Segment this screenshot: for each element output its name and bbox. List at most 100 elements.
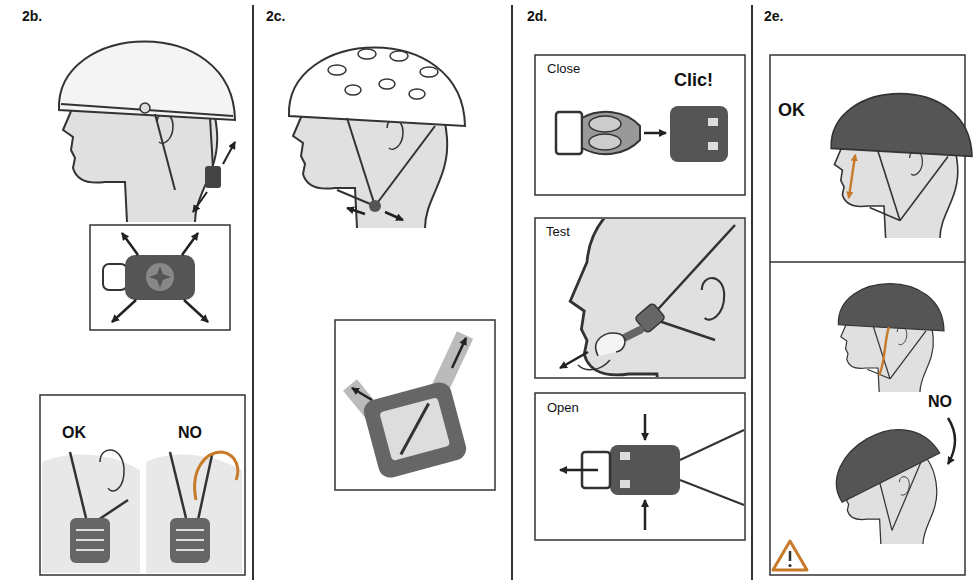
buckle-test [578, 360, 610, 370]
adjuster-inset [112, 233, 208, 322]
ear-strap-comparison [176, 529, 204, 531]
step-label: Close [547, 62, 580, 77]
buckle-close [670, 106, 728, 162]
head-with-vented-helmet [328, 65, 346, 75]
head-with-vented-helmet [420, 67, 438, 77]
adjuster-inset [146, 263, 174, 291]
column-separator [751, 5, 753, 580]
buckle-close [535, 55, 745, 195]
buckle-test [596, 333, 625, 356]
adjuster-inset [103, 264, 127, 290]
buckle-open [680, 430, 744, 460]
column-separator [511, 5, 513, 580]
head-with-helmet [223, 142, 235, 164]
tip-arrow [948, 418, 955, 464]
sound-label: Clic! [674, 70, 713, 91]
head-helmet-tipped [821, 411, 940, 544]
buckle-open [620, 452, 630, 460]
ear-strap-comparison [70, 518, 110, 563]
head-with-helmet [193, 192, 207, 212]
adjuster-inset [112, 300, 136, 322]
head-with-vented-helmet [345, 85, 361, 95]
head-with-vented-helmet [369, 200, 381, 212]
buckle-open [620, 480, 630, 488]
head-with-vented-helmet [385, 212, 403, 220]
adjuster-inset [122, 233, 138, 255]
buckle-open [535, 393, 745, 540]
slider-inset [379, 397, 450, 461]
head-correct-fit [831, 94, 972, 157]
warning-triangle [789, 551, 792, 561]
slider-inset [390, 404, 440, 455]
buckle-test [560, 352, 588, 368]
head-strap-wrong [838, 284, 944, 331]
head-with-helmet [205, 166, 221, 188]
buckle-open [644, 500, 647, 530]
adjuster-inset [90, 225, 230, 330]
ear-strap-comparison [195, 452, 238, 500]
head-strap-wrong [879, 327, 889, 375]
buckle-test [570, 219, 744, 377]
panel-number: 2b. [22, 8, 42, 24]
head-with-vented-helmet [375, 126, 435, 206]
head-strap-wrong [890, 331, 926, 379]
slider-inset [452, 338, 466, 368]
ear-strap-comparison [146, 454, 242, 573]
buckle-test [650, 225, 735, 318]
head-with-vented-helmet [409, 89, 425, 99]
warning-triangle [788, 564, 791, 567]
head-helmet-tipped [821, 411, 940, 508]
warning-triangle [773, 541, 807, 570]
slider-inset [335, 320, 495, 490]
buckle-test [570, 219, 744, 377]
head-with-vented-helmet [379, 79, 395, 89]
slider-inset [361, 380, 469, 481]
buckle-open [680, 480, 744, 505]
buckle-close [556, 112, 582, 154]
head-with-helmet [155, 114, 175, 190]
buckle-test [560, 219, 744, 377]
slider-inset [352, 388, 372, 400]
no-mark: NO [928, 393, 952, 411]
slider-inset [361, 380, 469, 481]
ok-mark: OK [62, 424, 86, 442]
panel-number: 2e. [764, 8, 783, 24]
buckle-open [644, 414, 647, 440]
ear-strap-comparison [176, 549, 204, 551]
head-with-helmet [61, 104, 233, 116]
buckle-close [582, 112, 640, 154]
head-correct-fit [878, 150, 900, 220]
head-correct-fit [831, 94, 972, 238]
buckle-close [644, 132, 666, 135]
head-with-helmet [59, 42, 235, 121]
head-with-vented-helmet [337, 190, 375, 206]
adjuster-inset [182, 233, 198, 255]
head-with-vented-helmet [289, 48, 465, 229]
ear-strap-comparison [76, 529, 104, 531]
ear-strap-comparison [100, 450, 124, 491]
head-with-helmet [59, 42, 235, 223]
step-label: Test [546, 225, 570, 240]
warning-triangle [773, 541, 807, 570]
head-with-vented-helmet [347, 208, 365, 214]
ear-strap-comparison [76, 539, 104, 541]
ear-strap-comparison [76, 530, 104, 550]
head-correct-fit [900, 156, 948, 220]
head-with-vented-helmet [328, 49, 438, 99]
buckle-close [535, 55, 745, 195]
buckle-close [708, 142, 718, 150]
ok-mark: OK [778, 100, 805, 121]
head-with-helmet [140, 103, 150, 113]
column-separator [252, 5, 254, 580]
ear-strap-comparison [40, 395, 245, 575]
ear-strap-comparison [76, 549, 104, 551]
ear-strap-comparison [42, 454, 140, 573]
head-with-vented-helmet [347, 118, 375, 206]
head-helmet-tipped [880, 482, 892, 530]
head-with-vented-helmet [358, 49, 376, 59]
ear-strap-comparison [98, 500, 128, 520]
adjuster-inset [184, 300, 208, 322]
ear-strap-comparison [170, 452, 186, 518]
